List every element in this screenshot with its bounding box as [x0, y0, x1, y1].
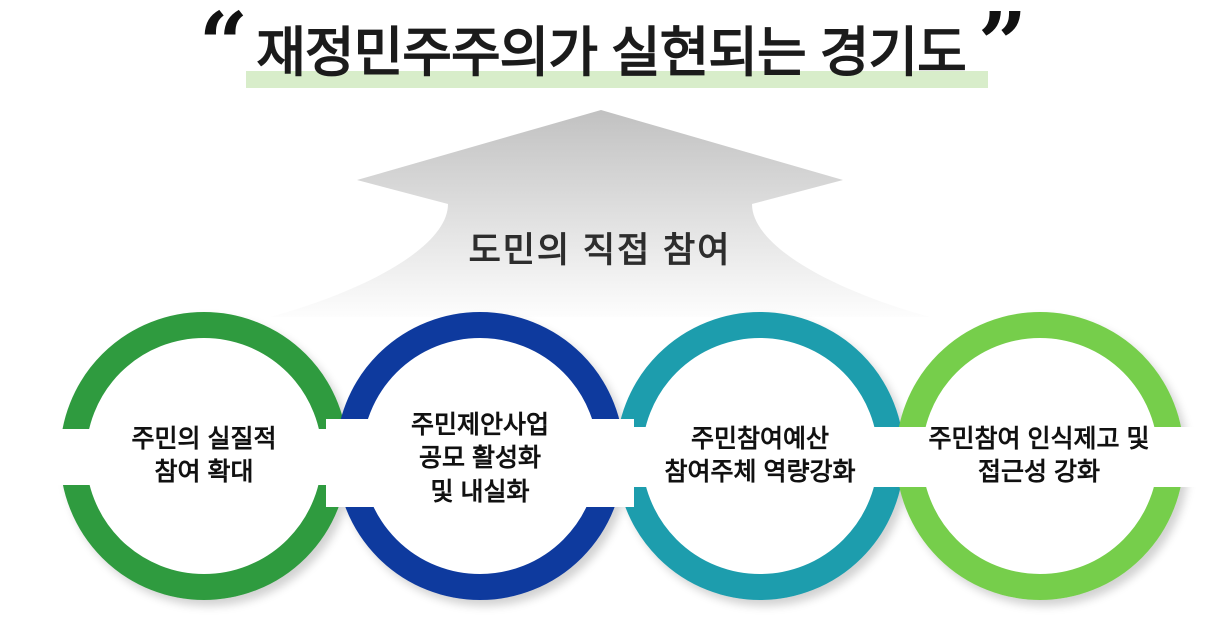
goal-2-line-1: 주민제안사업: [410, 411, 549, 439]
goal-label-3: 주민참여예산 참여주체 역량강화: [606, 423, 914, 490]
up-arrow-shape: [270, 110, 930, 317]
up-arrow-icon: [270, 110, 930, 317]
goal-label-2: 주민제안사업 공모 활성화 및 내실화: [326, 409, 634, 509]
goal-band-1: [38, 429, 375, 485]
goal-4-line-1: 주민참여 인식제고 및: [928, 425, 1150, 453]
goal-band-4: [878, 427, 1200, 487]
goal-2-line-3: 및 내실화: [430, 477, 530, 506]
open-quote-mark: “: [198, 0, 249, 95]
arrow-label: 도민의 직접 참여: [468, 231, 732, 270]
goal-band-2: [326, 419, 634, 507]
goal-band-3: [606, 427, 914, 487]
goal-4-line-2: 접근성 강화: [978, 458, 1100, 487]
goal-label-4: 주민참여 인식제고 및 접근성 강화: [878, 423, 1200, 490]
page-title: 재정민주주의가 실현되는 경기도: [246, 23, 988, 89]
headline: “ 재정민주주의가 실현되는 경기도 ”: [0, 2, 1222, 89]
goal-1-line-1: 주민의 실질적: [131, 425, 277, 453]
goal-2-line-2: 공모 활성화: [419, 444, 541, 473]
goal-3-line-1: 주민참여예산: [690, 425, 829, 453]
goal-3-line-2: 참여주체 역량강화: [664, 458, 856, 487]
page-title-text: 재정민주주의가 실현되는 경기도: [256, 23, 967, 83]
goal-1-line-2: 참여 확대: [154, 458, 254, 487]
goal-label-1: 주민의 실질적 참여 확대: [48, 423, 360, 490]
